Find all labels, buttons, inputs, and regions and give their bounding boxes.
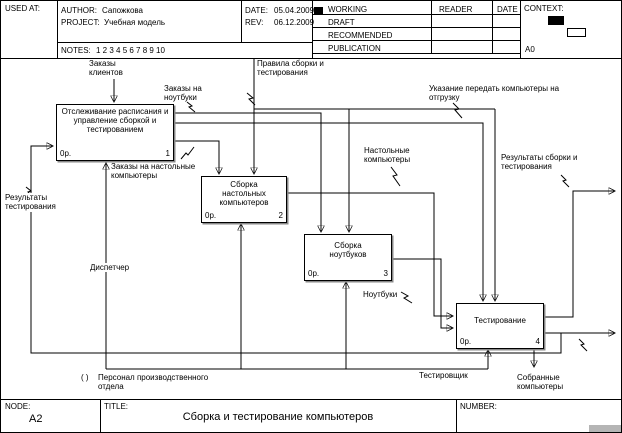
- activity-cost: 0р.: [205, 211, 217, 221]
- header-bottom-border: [1, 58, 621, 59]
- activity-cost: 0р.: [308, 269, 320, 279]
- arrow-label-laptops[interactable]: Ноутбуки: [363, 290, 398, 299]
- arrow-desktop-orders: [174, 140, 219, 173]
- reader-label: READER: [439, 5, 473, 14]
- working-status-mark: [314, 7, 323, 14]
- used-at-label: USED AT:: [5, 4, 40, 13]
- node-value: A2: [29, 413, 43, 425]
- arrow-label-assembly-rules[interactable]: Правила сборки и тестирования: [257, 59, 324, 78]
- header-divider: [241, 1, 242, 42]
- status-row-divider: [312, 27, 520, 28]
- arrow-label-assembly-results[interactable]: Результаты сборки и тестирования: [501, 153, 578, 172]
- arrow-label-test-results[interactable]: Результаты тестирования: [4, 193, 68, 212]
- label-squiggles: [25, 92, 588, 352]
- status-draft: DRAFT: [328, 18, 355, 27]
- header-divider: [58, 42, 312, 43]
- notes-label: NOTES:: [61, 46, 91, 55]
- activity-title: Сборка ноутбуков: [329, 241, 367, 260]
- arrow-label-ship-instruction[interactable]: Указание передать компьютеры на отгрузку: [429, 84, 560, 103]
- activity-number: 3: [383, 269, 388, 279]
- diagram-title: Сборка и тестирование компьютеров: [182, 411, 374, 423]
- number-label: NUMBER:: [460, 402, 497, 411]
- arrow-label-desktops[interactable]: Настольные компьютеры: [364, 146, 411, 165]
- activity-number: 1: [165, 149, 170, 159]
- date-value: 05.04.2009: [274, 6, 315, 15]
- status-row-divider: [312, 53, 520, 54]
- status-row-divider: [312, 14, 520, 15]
- arrow-label-customer-orders[interactable]: Заказы клиентов: [89, 59, 123, 78]
- context-label: CONTEXT:: [524, 4, 564, 13]
- tunnel-marks: ( ): [81, 373, 89, 382]
- arrow-ship-instruction: [174, 122, 483, 300]
- header-divider: [520, 1, 521, 58]
- status-row-divider: [312, 40, 520, 41]
- context-node: A0: [525, 45, 535, 54]
- activity-box-2[interactable]: Сборка настольных компьютеров 0р. 2: [201, 176, 287, 223]
- arrow-laptop-orders: [174, 112, 321, 231]
- footer-divider: [456, 399, 457, 432]
- author-label: AUTHOR:: [61, 6, 97, 15]
- title-label: TITLE:: [104, 402, 129, 411]
- activity-number: 4: [535, 337, 540, 347]
- arrow-test-results-feedback: [30, 146, 562, 354]
- activity-title: Отслеживание расписания и управление сбо…: [61, 107, 169, 135]
- footer-divider: [100, 399, 101, 432]
- arrow-laptops: [392, 258, 452, 328]
- context-thumbnail-outline: [567, 28, 586, 37]
- arrow-label-laptop-orders[interactable]: Заказы на ноутбуки: [164, 84, 202, 103]
- author-value: Сапожкова: [102, 6, 144, 15]
- arrow-assembly-results: [545, 191, 614, 318]
- rev-value: 06.12.2009: [274, 18, 315, 27]
- header-divider: [312, 1, 313, 58]
- activity-title: Сборка настольных компьютеров: [219, 180, 269, 208]
- activity-box-4[interactable]: Тестирование 0р. 4: [456, 303, 544, 349]
- node-label: NODE:: [5, 402, 31, 411]
- arrow-desktops: [287, 192, 452, 316]
- project-value: Учебная модель: [104, 18, 166, 27]
- activity-number: 2: [278, 211, 283, 221]
- arrow-label-staff[interactable]: Персонал производственного отдела: [98, 373, 209, 392]
- rev-label: REV:: [245, 18, 264, 27]
- notes-value: 1 2 3 4 5 6 7 8 9 10: [96, 46, 165, 55]
- activity-cost: 0р.: [60, 149, 72, 159]
- project-label: PROJECT:: [61, 18, 100, 27]
- activity-box-3[interactable]: Сборка ноутбуков 0р. 3: [304, 234, 392, 281]
- header-divider: [57, 1, 58, 58]
- date-label: DATE:: [245, 6, 268, 15]
- status-working: WORKING: [328, 5, 368, 14]
- status-recommended: RECOMMENDED: [328, 31, 393, 40]
- activity-box-1[interactable]: Отслеживание расписания и управление сбо…: [56, 104, 174, 161]
- footer-top-border: [1, 399, 621, 400]
- activity-title: Тестирование: [474, 316, 526, 325]
- activity-cost: 0р.: [460, 337, 472, 347]
- window-resize-corner: [589, 425, 621, 432]
- arrow-label-assembled[interactable]: Собранные компьютеры: [517, 373, 564, 392]
- status-publication: PUBLICATION: [328, 44, 381, 53]
- date-column-label: DATE: [497, 5, 518, 14]
- arrow-label-tester[interactable]: Тестировщик: [419, 371, 468, 380]
- arrow-label-desktop-orders[interactable]: Заказы на настольные компьютеры: [111, 162, 196, 181]
- arrow-label-dispatcher[interactable]: Диспетчер: [89, 263, 131, 273]
- context-thumbnail-filled: [548, 16, 564, 25]
